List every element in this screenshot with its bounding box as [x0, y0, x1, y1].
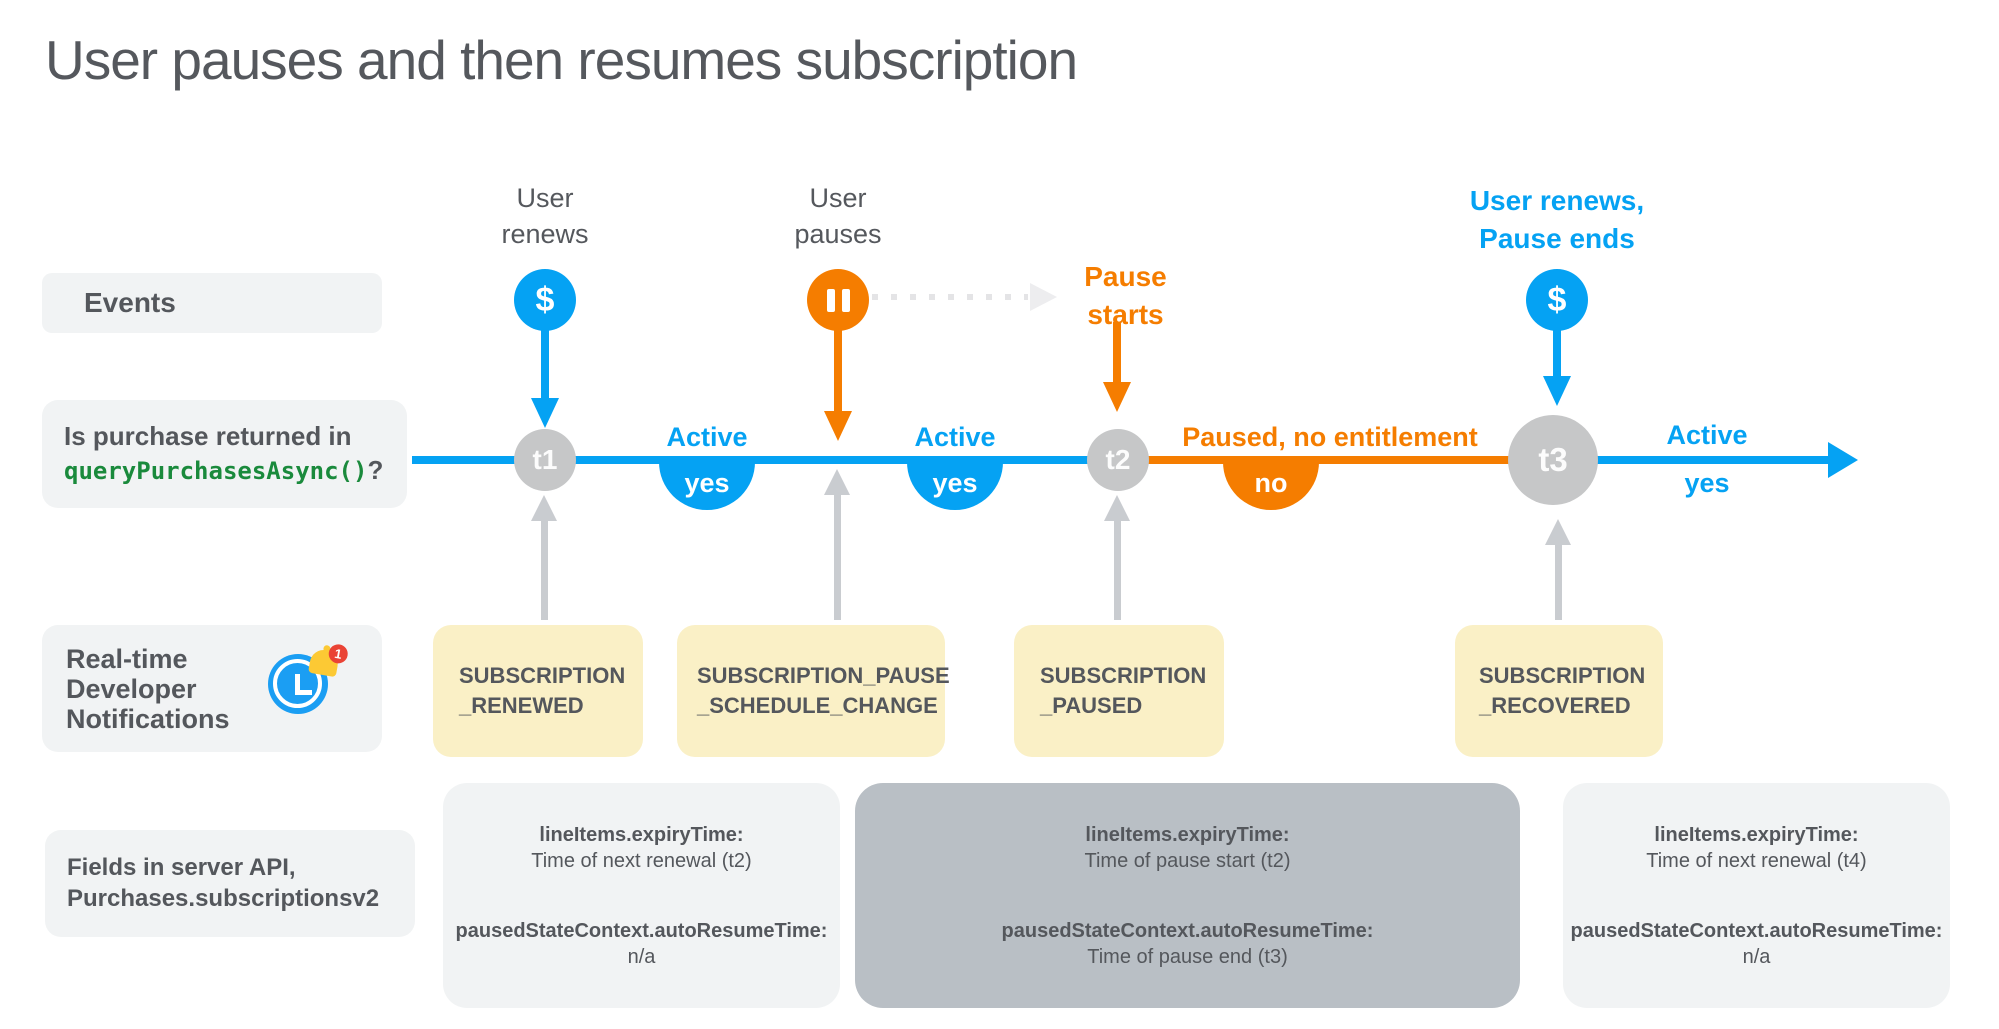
- rtdn-clock-bell-icon: 1: [268, 642, 360, 730]
- api-field-name: pausedStateContext.autoResumeTime:: [1001, 919, 1374, 942]
- timeline-segment-active-2: [1553, 456, 1831, 464]
- dollar-icon: $: [1526, 269, 1588, 331]
- arrow-down-icon: [1103, 382, 1131, 412]
- row-label-events: Events: [42, 273, 382, 333]
- timeline-segment-active-1: [412, 456, 1118, 464]
- dotted-deferral-line: [872, 294, 1028, 300]
- query-code-text: queryPurchasesAsync(): [64, 457, 368, 485]
- arrow-stem: [834, 493, 841, 620]
- rtdn-box-subscription-pause-schedule-change: SUBSCRIPTION_PAUSE _SCHEDULE_CHANGE: [677, 625, 950, 757]
- api-field-value: Time of next renewal (t2): [531, 849, 752, 872]
- rtdn-box-subscription-paused: SUBSCRIPTION _PAUSED: [1014, 625, 1224, 757]
- arrow-stem: [541, 519, 548, 620]
- query-question-mark: ?: [367, 455, 384, 485]
- timeline-node-t2: t2: [1087, 429, 1149, 491]
- event-label-pause-starts: Pause starts: [1084, 261, 1167, 330]
- api-field-value: Time of next renewal (t4): [1646, 849, 1867, 872]
- notification-bell-icon: 1: [308, 642, 350, 678]
- status-paused-no-entitlement: Paused, no entitlement: [1182, 422, 1478, 452]
- query-label-line1: Is purchase returned in: [64, 421, 352, 451]
- api-field-value: n/a: [627, 945, 656, 968]
- api-field-group: lineItems.expiryTime: Time of next renew…: [1563, 822, 1950, 874]
- arrow-stem: [834, 329, 842, 413]
- api-field-value: n/a: [1742, 945, 1771, 968]
- api-fields-box-1: lineItems.expiryTime: Time of next renew…: [443, 783, 840, 1008]
- status-active-2: Active: [914, 422, 996, 452]
- dollar-icon: $: [514, 269, 576, 331]
- event-label-user-renews-pause-ends: User renews, Pause ends: [1469, 185, 1645, 254]
- status-active-1: Active: [666, 422, 748, 452]
- api-field-group: lineItems.expiryTime: Time of next renew…: [443, 822, 840, 874]
- api-fields-box-3: lineItems.expiryTime: Time of next renew…: [1563, 783, 1950, 1008]
- status-answer-no: no: [1223, 462, 1319, 510]
- api-field-name: lineItems.expiryTime:: [1085, 823, 1290, 846]
- arrow-stem: [541, 330, 549, 400]
- rtdn-box-subscription-recovered: SUBSCRIPTION _RECOVERED: [1455, 625, 1663, 757]
- arrow-down-icon: [824, 411, 852, 441]
- event-label-user-renews: User renews: [501, 183, 589, 249]
- status-answer-yes-1: yes: [659, 462, 755, 510]
- api-field-value: Time of pause start (t2): [1084, 849, 1291, 872]
- api-field-name: lineItems.expiryTime:: [539, 823, 744, 846]
- api-field-group: pausedStateContext.autoResumeTime: n/a: [1563, 918, 1950, 970]
- arrow-up-icon: [531, 495, 557, 521]
- timeline-arrowhead-icon: [1828, 442, 1858, 478]
- event-label-user-pauses: User pauses: [794, 183, 882, 249]
- arrow-up-icon: [824, 469, 850, 495]
- api-fields-box-2: lineItems.expiryTime: Time of pause star…: [855, 783, 1520, 1008]
- api-field-name: pausedStateContext.autoResumeTime:: [1570, 919, 1943, 942]
- arrow-stem: [1555, 543, 1562, 620]
- timeline-node-t1: t1: [514, 429, 576, 491]
- notification-badge: 1: [327, 642, 350, 665]
- api-field-group: lineItems.expiryTime: Time of pause star…: [855, 822, 1520, 874]
- arrow-stem: [1113, 322, 1121, 384]
- page-title: User pauses and then resumes subscriptio…: [45, 29, 1078, 91]
- arrow-down-icon: [531, 398, 559, 428]
- pause-bars: [826, 288, 850, 312]
- arrow-stem: [1114, 519, 1121, 620]
- arrow-stem: [1553, 330, 1561, 378]
- status-answer-yes-3: yes: [1684, 468, 1730, 498]
- status-answer-yes-2: yes: [907, 462, 1003, 510]
- api-field-group: pausedStateContext.autoResumeTime: n/a: [443, 918, 840, 970]
- pause-icon: [807, 269, 869, 331]
- arrow-down-icon: [1543, 376, 1571, 406]
- row-label-server-api-fields: Fields in server API, Purchases.subscrip…: [45, 830, 415, 937]
- api-field-name: pausedStateContext.autoResumeTime:: [455, 919, 828, 942]
- timeline-node-t3: t3: [1508, 415, 1598, 505]
- arrow-up-icon: [1545, 519, 1571, 545]
- clock-icon: [268, 654, 328, 714]
- timeline-segment-paused: [1118, 456, 1553, 464]
- row-label-query-purchases: Is purchase returned in queryPurchasesAs…: [42, 400, 407, 508]
- clock-hands: [295, 674, 312, 695]
- status-active-3: Active: [1666, 420, 1748, 450]
- api-field-group: pausedStateContext.autoResumeTime: Time …: [855, 918, 1520, 970]
- rtdn-box-subscription-renewed: SUBSCRIPTION _RENEWED: [433, 625, 643, 757]
- api-field-name: lineItems.expiryTime:: [1654, 823, 1859, 846]
- arrow-up-icon: [1104, 495, 1130, 521]
- dotted-arrowhead-icon: [1030, 283, 1057, 311]
- api-field-value: Time of pause end (t3): [1087, 945, 1288, 968]
- clock-ring: [273, 659, 322, 708]
